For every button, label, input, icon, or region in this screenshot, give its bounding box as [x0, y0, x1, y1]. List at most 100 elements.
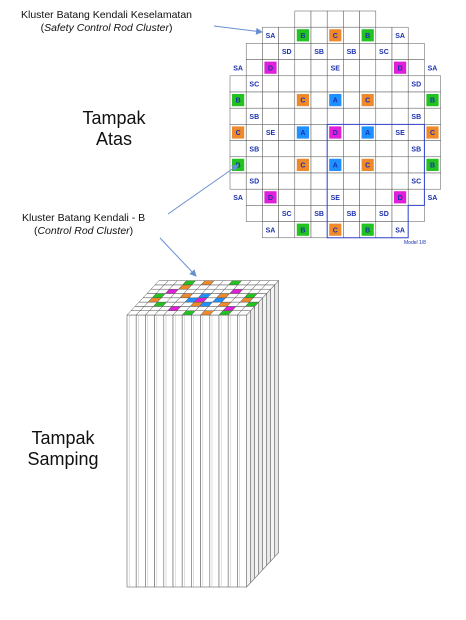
top-view-line2: Atas: [95, 129, 133, 149]
core-side-assemblies: [126, 279, 279, 588]
map-cell: [310, 172, 328, 190]
map-cell: [245, 205, 263, 222]
map-cell-code: C: [365, 163, 370, 170]
rod-cluster-marker-C: [361, 158, 374, 171]
map-cell: [278, 107, 296, 125]
map-cell: [391, 140, 409, 158]
rod-cluster-marker-C: [426, 126, 439, 139]
map-cell: [343, 107, 360, 125]
map-cell: [229, 107, 247, 125]
map-cell-code: D: [268, 195, 273, 202]
rod-cluster-marker-A: [329, 158, 342, 171]
assembly-side-face: [274, 279, 279, 558]
map-cell: [294, 10, 312, 28]
map-cell-code: C: [333, 227, 338, 234]
rod-cluster-marker-B: [426, 158, 439, 171]
assembly-front-face: [154, 314, 165, 588]
map-cell-code: SD: [249, 179, 259, 186]
map-cell: [407, 205, 425, 222]
map-cell: [326, 172, 344, 190]
callout-arrows: [159, 25, 263, 277]
map-cell: [245, 188, 263, 206]
map-cell: [343, 188, 360, 206]
rod-cluster-marker-C: [329, 29, 342, 42]
map-cell: [310, 10, 328, 28]
map-cell: [375, 107, 393, 125]
map-cell: [359, 188, 377, 206]
map-cell: [245, 124, 263, 141]
map-cell: [407, 188, 425, 206]
map-cell-code: SD: [411, 82, 421, 89]
map-cell: [391, 156, 409, 174]
map-cell: [391, 91, 409, 109]
map-cell: [391, 43, 409, 60]
map-cell: [424, 107, 441, 125]
safety-callout-arrow: [213, 25, 263, 35]
map-cell-code: C: [430, 130, 435, 137]
rod-cluster-marker-C: [329, 223, 342, 236]
map-cell-code: SE: [395, 130, 405, 137]
map-cell: [294, 140, 312, 158]
map-cell: [359, 107, 377, 125]
map-cell: [326, 140, 344, 158]
map-cell-code: C: [300, 163, 305, 170]
map-cell: [262, 91, 279, 109]
map-cell: [262, 205, 279, 222]
rod-cluster-marker-D: [394, 191, 407, 204]
map-cell: [424, 75, 441, 93]
map-cell: [391, 172, 409, 190]
safety-cluster-title: Kluster Batang Kendali Keselamatan: [21, 9, 193, 21]
map-cell-code: SA: [233, 195, 243, 202]
map-cell: [245, 43, 263, 60]
map-cell-code: SE: [331, 65, 341, 72]
assembly-front-face: [181, 314, 192, 588]
map-cell: [262, 156, 279, 174]
map-cell-code: B: [300, 33, 305, 40]
map-cell: [359, 75, 377, 93]
map-cell: [294, 205, 312, 222]
map-cell: [310, 75, 328, 93]
map-cell: [326, 107, 344, 125]
map-cell: [407, 43, 425, 60]
rod-cluster-marker-B: [361, 223, 374, 236]
control-cluster-title: Kluster Batang Kendali - B: [22, 212, 146, 224]
assembly-front-face: [135, 314, 146, 588]
map-cell-code: SC: [282, 211, 292, 218]
assembly-side-face: [246, 309, 251, 588]
side-view-label: Tampak Samping: [8, 428, 118, 470]
map-cell: [262, 43, 279, 60]
map-cell-code: C: [333, 33, 338, 40]
map-cell: [229, 172, 247, 190]
rod-cluster-marker-D: [264, 61, 277, 74]
map-cell: [294, 59, 312, 77]
map-cell: [375, 156, 393, 174]
rod-cluster-marker-D: [264, 191, 277, 204]
map-cell-code: C: [236, 130, 241, 137]
map-cell: [343, 172, 360, 190]
rod-cluster-marker-D: [394, 61, 407, 74]
map-cell-code: SA: [395, 227, 405, 234]
map-cell: [326, 75, 344, 93]
map-cell: [245, 59, 263, 77]
map-cell-code: C: [365, 98, 370, 105]
top-view-line1: Tampak: [82, 108, 146, 128]
assembly-front-face: [227, 314, 238, 588]
map-cell: [294, 188, 312, 206]
map-cell: [424, 172, 441, 190]
rod-cluster-marker-C: [296, 94, 309, 107]
map-cell: [310, 91, 328, 109]
side-view-line2: Samping: [27, 449, 99, 469]
map-cell: [407, 59, 425, 77]
map-cell: [310, 107, 328, 125]
map-cell: [407, 91, 425, 109]
assembly-front-face: [237, 314, 247, 588]
map-cell: [278, 140, 296, 158]
map-cell: [278, 221, 296, 239]
map-cell-code: A: [365, 130, 370, 137]
map-cell: [245, 156, 263, 174]
map-cell: [310, 140, 328, 158]
assembly-front-face: [191, 314, 201, 588]
map-cell-code: SB: [411, 114, 421, 121]
